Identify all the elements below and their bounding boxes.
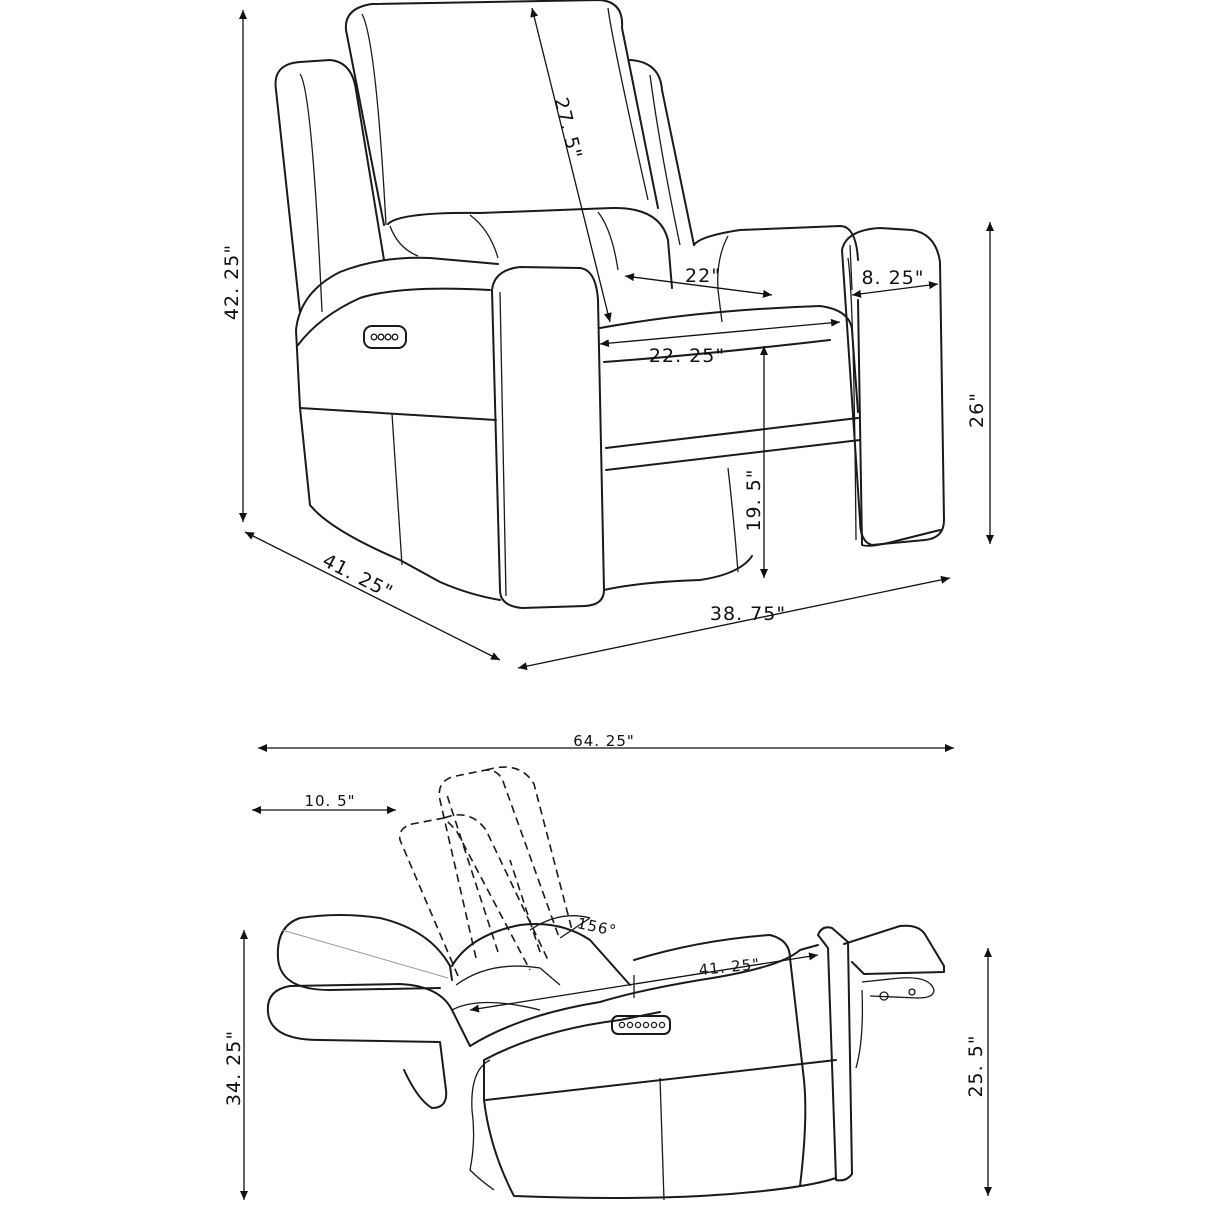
front-view-chair	[274, 0, 945, 609]
width-line	[517, 575, 951, 671]
width-label: 38. 75"	[710, 603, 786, 625]
seat-width-line	[599, 318, 841, 348]
seat-length-line	[469, 952, 819, 1013]
reclined-length-label: 64. 25"	[573, 732, 635, 750]
side-view-dimensions: 64. 25" 10. 5" 156° 41. 25" 34. 25" 25. …	[223, 732, 992, 1200]
side-view-chair	[266, 914, 945, 1201]
arm-height-label: 26"	[966, 392, 988, 428]
seat-depth-label: 22"	[685, 265, 721, 287]
seat-length-label: 41. 25"	[698, 955, 761, 979]
front-view-dimensions: 42. 25" 27. 5" 22" 8. 25" 22. 25" 26" 19…	[221, 7, 994, 671]
side-view-recline-ghosts	[398, 766, 591, 977]
power-control-side-icon	[611, 1015, 671, 1035]
arm-width-label: 8. 25"	[861, 267, 924, 289]
depth-line	[244, 531, 501, 661]
overall-height-label: 42. 25"	[221, 244, 243, 320]
seat-width-label: 22. 25"	[649, 345, 725, 367]
reclined-height-label: 34. 25"	[223, 1030, 245, 1106]
footrest-height-label: 25. 5"	[965, 1034, 987, 1097]
arm-width-line	[851, 281, 939, 298]
power-control-icon	[363, 325, 407, 349]
back-height-label: 27. 5"	[550, 95, 587, 162]
depth-label: 41. 25"	[319, 550, 397, 604]
wall-clearance-label: 10. 5"	[304, 792, 355, 810]
seat-height-label: 19. 5"	[743, 468, 765, 531]
back-height-line	[530, 7, 612, 323]
seat-depth-line	[624, 273, 773, 298]
